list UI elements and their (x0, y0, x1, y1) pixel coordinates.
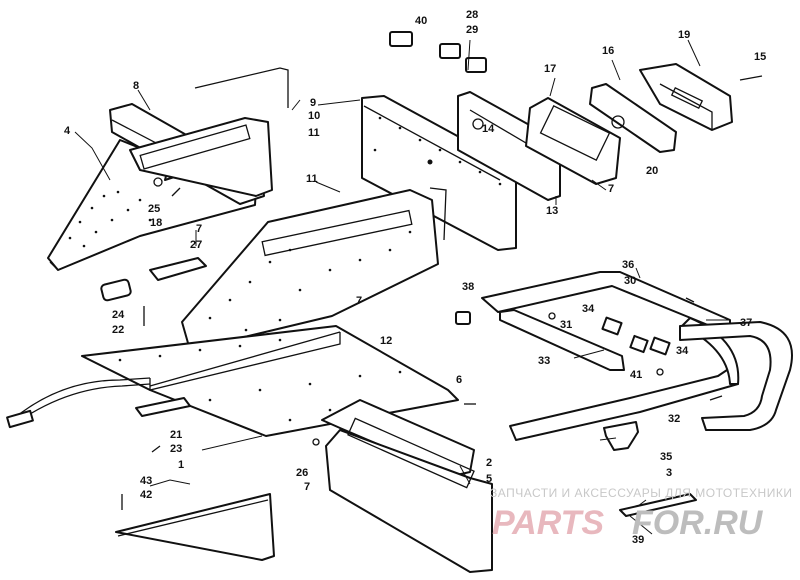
callout-14: 14 (482, 123, 495, 135)
callout-16: 16 (602, 45, 614, 57)
callout-9: 9 (310, 97, 316, 109)
callout-7: 7 (356, 295, 362, 307)
callout-7: 7 (608, 183, 614, 195)
rubber-strip (619, 493, 697, 517)
callout-38: 38 (462, 281, 474, 293)
callout-42: 42 (140, 489, 152, 501)
small-brackets (100, 257, 207, 417)
callout-19: 19 (678, 29, 690, 41)
strap-cable (6, 377, 151, 429)
callout-18: 18 (150, 217, 162, 229)
leader-lines (74, 39, 730, 535)
rear-lamp-housing (639, 63, 733, 131)
watermark-brand-parts: PARTS (492, 504, 604, 542)
callout-31: 31 (560, 319, 572, 331)
callout-11: 11 (308, 127, 320, 139)
callout-40: 40 (415, 15, 427, 27)
callout-7: 7 (304, 481, 310, 493)
callout-4: 4 (64, 125, 71, 137)
callout-3: 3 (666, 467, 672, 479)
callout-15: 15 (754, 51, 766, 63)
callout-13: 13 (546, 205, 558, 217)
watermark-tagline: ЗАПЧАСТИ И АКСЕССУАРЫ ДЛЯ МОТОТЕХНИКИ (490, 486, 792, 500)
frame-hardware (455, 311, 671, 451)
callout-27: 27 (190, 239, 202, 251)
callout-32: 32 (668, 413, 680, 425)
callout-36: 36 (622, 259, 634, 271)
callout-30: 30 (624, 275, 636, 287)
callout-34: 34 (676, 345, 689, 357)
callout-29: 29 (466, 24, 478, 36)
callout-numbers: 40 28 29 17 16 19 15 8 9 10 11 14 4 20 1… (64, 9, 766, 546)
callout-37: 37 (740, 317, 752, 329)
taillight-assembly (457, 91, 621, 201)
callout-35: 35 (660, 451, 672, 463)
upper-rail (109, 67, 289, 205)
callout-24: 24 (112, 309, 125, 321)
callout-11: 11 (306, 173, 318, 185)
callout-1: 1 (178, 459, 184, 471)
callout-33: 33 (538, 355, 550, 367)
lower-door-panel (321, 399, 493, 573)
callout-41: 41 (630, 369, 642, 381)
back-plate (361, 95, 517, 251)
callout-2: 2 (486, 457, 492, 469)
callout-43: 43 (140, 475, 152, 487)
watermark-brand-for-ru: FOR.RU (632, 504, 764, 542)
taillight-lens (589, 83, 677, 153)
callout-26: 26 (296, 467, 308, 479)
callout-12: 12 (380, 335, 392, 347)
callout-6: 6 (456, 374, 462, 386)
callout-8: 8 (133, 80, 139, 92)
callout-21: 21 (170, 429, 182, 441)
callout-34: 34 (582, 303, 595, 315)
callout-7: 7 (196, 223, 202, 235)
decals (389, 31, 487, 73)
callout-5: 5 (486, 473, 492, 485)
callout-23: 23 (170, 443, 182, 455)
watermark: ЗАПЧАСТИ И АКСЕССУАРЫ ДЛЯ МОТОТЕХНИКИ PA… (490, 486, 792, 542)
callout-22: 22 (112, 324, 124, 336)
callout-10: 10 (308, 110, 320, 122)
callout-17: 17 (544, 63, 556, 75)
callout-28: 28 (466, 9, 478, 21)
callout-39: 39 (632, 534, 644, 546)
small-corner-panel (115, 493, 275, 561)
rear-frame (481, 271, 793, 441)
callout-25: 25 (148, 203, 160, 215)
fasteners (121, 75, 763, 510)
callout-20: 20 (646, 165, 658, 177)
